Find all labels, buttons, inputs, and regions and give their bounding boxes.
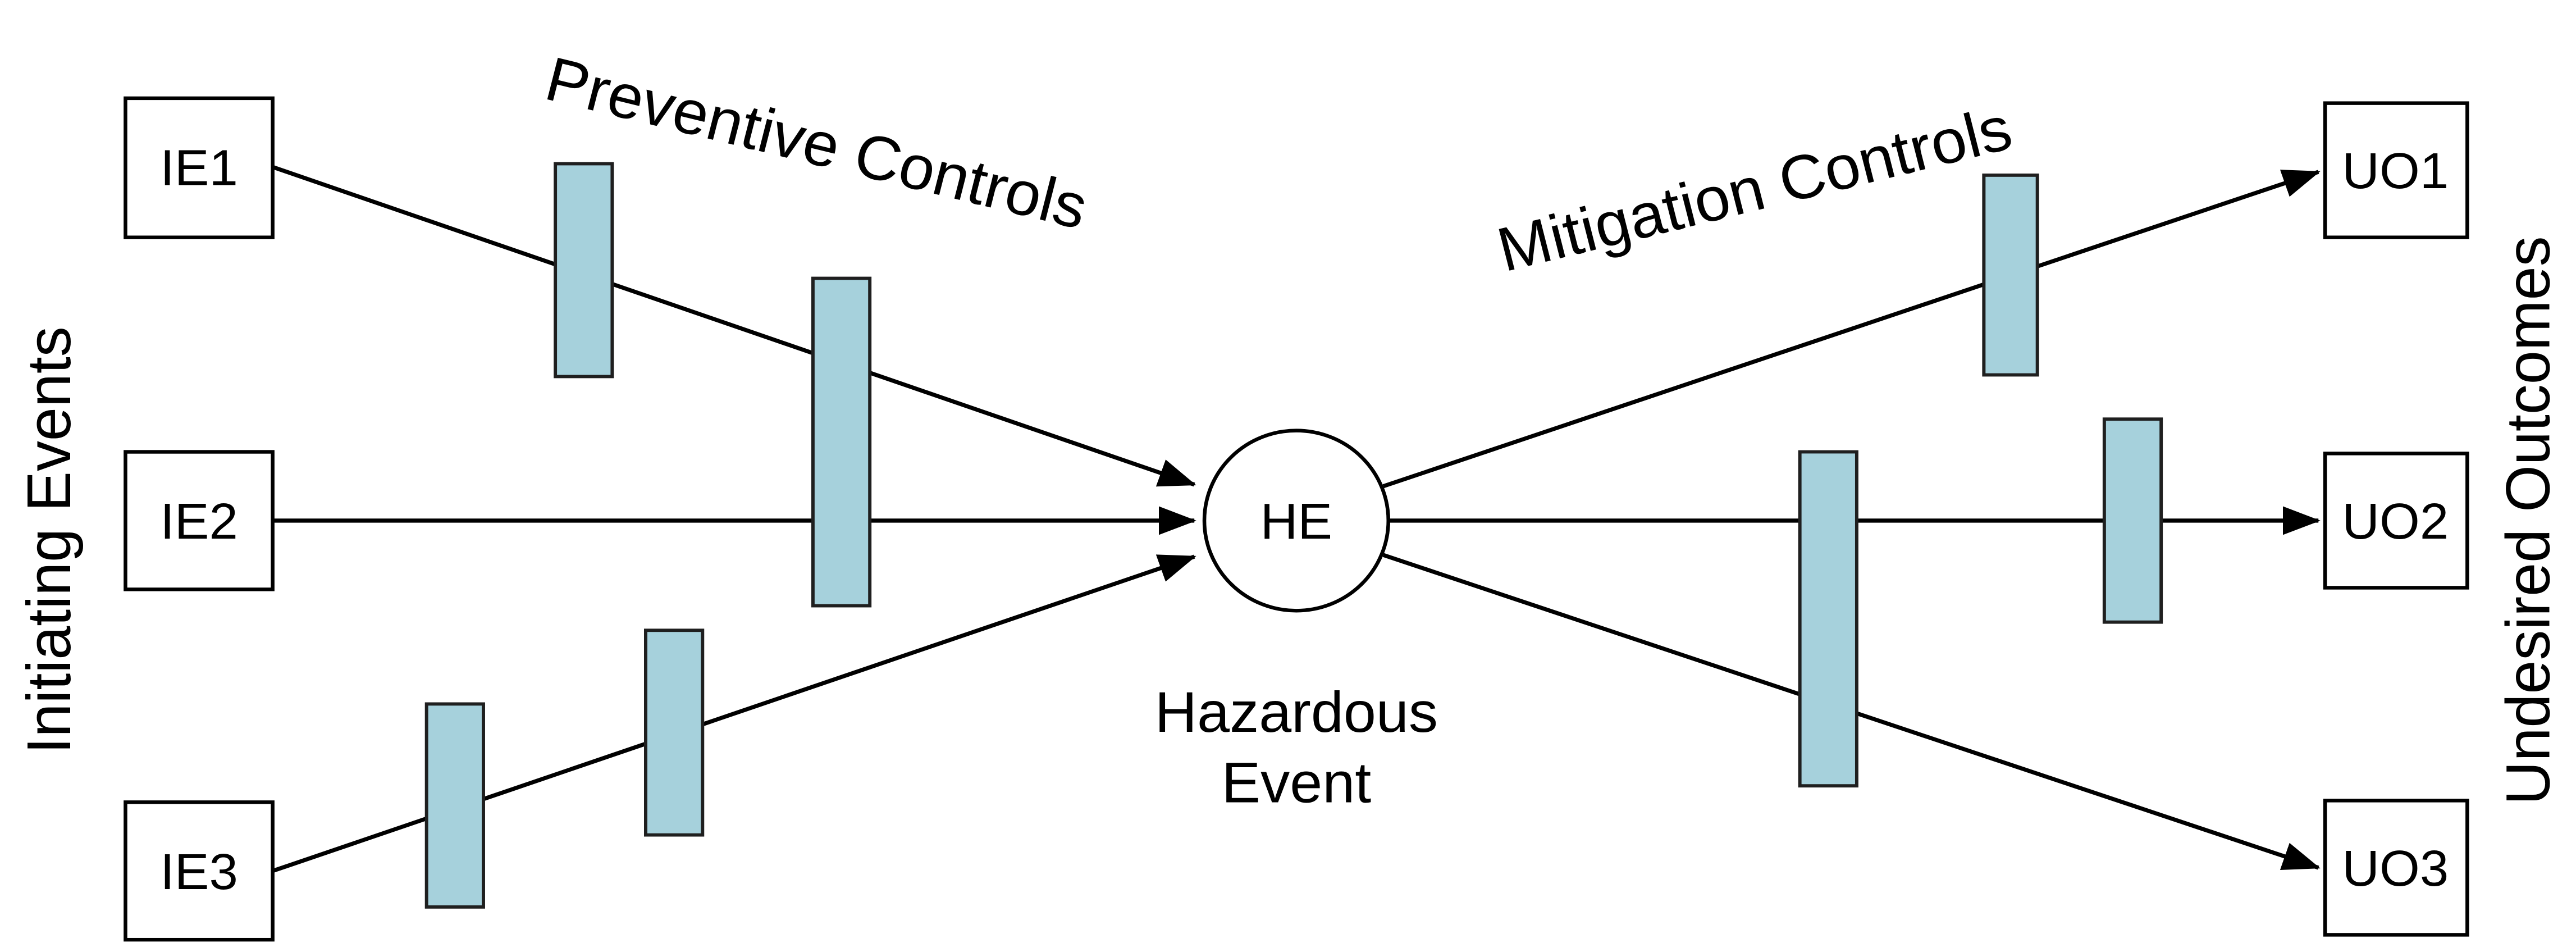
mitigation-barrier-1 [1982,173,2039,377]
uo3-box [2323,799,2469,937]
initiating-events-axis-label: Initiating Events [15,326,84,754]
ie2-label: IE2 [160,493,238,550]
uo1-box [2323,101,2469,239]
mitigation-barrier-3 [2102,417,2163,624]
ie1-box [124,96,275,239]
preventive-barrier-2 [811,276,872,608]
ie2-node: IE2 [124,450,275,591]
preventive-barrier-4 [644,628,705,837]
ie1-node: IE1 [124,96,275,239]
he-caption-line2: Event [1222,750,1372,814]
undesired-outcomes-axis-label: Undesired Outcomes [2493,236,2563,805]
uo3-label: UO3 [2342,840,2449,897]
hazardous-event-node: HE Hazardous Event [1155,429,1438,814]
uo3-node: UO3 [2323,799,2469,937]
uo2-node: UO2 [2323,452,2469,590]
arrow-ie1-to-he [272,165,1196,487]
arrow-ie3-to-he [272,554,1196,873]
uo1-label: UO1 [2342,143,2449,199]
arrow-he-to-uo1 [1382,170,2321,489]
ie3-box [124,800,275,942]
preventive-barrier-1 [554,162,614,379]
mitigation-controls-label: Mitigation Controls [1491,93,2018,285]
preventive-controls-label: Preventive Controls [539,44,1094,243]
ie3-node: IE3 [124,800,275,942]
ie2-box [124,450,275,591]
he-label: HE [1260,493,1332,550]
ie3-label: IE3 [160,844,238,900]
he-caption-line1: Hazardous [1155,680,1438,744]
he-circle [1202,429,1391,613]
mitigation-barrier-2 [1798,450,1858,788]
uo1-node: UO1 [2323,101,2469,239]
uo2-label: UO2 [2342,493,2449,550]
uo2-box [2323,452,2469,590]
preventive-barrier-3 [424,702,485,909]
ie1-label: IE1 [160,139,238,196]
